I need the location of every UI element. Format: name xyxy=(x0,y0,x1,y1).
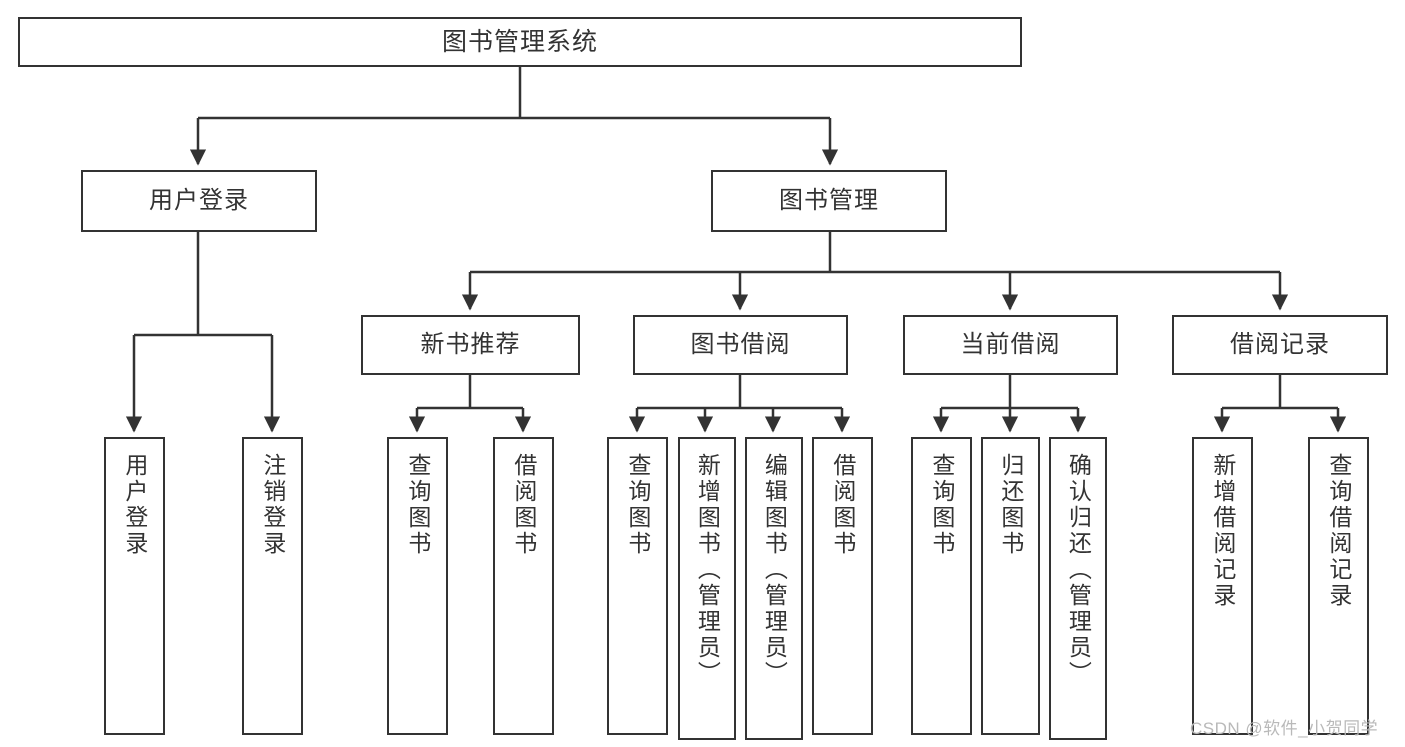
node-new-book-recommend-label: 新书推荐 xyxy=(420,330,521,358)
node-leaf-borrow-book-1-label: 借阅图书 xyxy=(510,453,537,557)
node-leaf-edit-book-label: 编辑图书（管理员） xyxy=(761,453,788,687)
node-root-system[interactable]: 图书管理系统 xyxy=(18,17,1022,67)
node-current-borrow[interactable]: 当前借阅 xyxy=(903,315,1118,375)
node-leaf-query-book-1[interactable]: 查询图书 xyxy=(387,437,448,735)
node-leaf-return-book-label: 归还图书 xyxy=(997,453,1024,557)
node-leaf-borrow-book-2-label: 借阅图书 xyxy=(829,453,856,557)
node-user-login[interactable]: 用户登录 xyxy=(81,170,317,232)
node-leaf-user-login[interactable]: 用户登录 xyxy=(104,437,165,735)
node-leaf-query-record[interactable]: 查询借阅记录 xyxy=(1308,437,1369,735)
node-leaf-query-book-3[interactable]: 查询图书 xyxy=(911,437,972,735)
node-leaf-query-book-2-label: 查询图书 xyxy=(624,453,651,557)
node-leaf-add-book[interactable]: 新增图书（管理员） xyxy=(678,437,736,740)
node-leaf-query-book-1-label: 查询图书 xyxy=(404,453,431,557)
node-leaf-add-record-label: 新增借阅记录 xyxy=(1209,453,1236,609)
node-leaf-query-book-3-label: 查询图书 xyxy=(928,453,955,557)
node-leaf-query-record-label: 查询借阅记录 xyxy=(1325,453,1352,609)
node-leaf-borrow-book-2[interactable]: 借阅图书 xyxy=(812,437,873,735)
node-user-login-label: 用户登录 xyxy=(149,186,249,214)
node-leaf-add-book-label: 新增图书（管理员） xyxy=(694,453,721,687)
node-root-label: 图书管理系统 xyxy=(441,28,598,56)
node-book-borrow[interactable]: 图书借阅 xyxy=(633,315,848,375)
node-leaf-edit-book[interactable]: 编辑图书（管理员） xyxy=(745,437,803,740)
node-book-manage-label: 图书管理 xyxy=(779,186,879,214)
node-borrow-record-label: 借阅记录 xyxy=(1230,330,1330,358)
node-current-borrow-label: 当前借阅 xyxy=(960,330,1061,358)
node-leaf-query-book-2[interactable]: 查询图书 xyxy=(607,437,668,735)
node-leaf-confirm-return-label: 确认归还（管理员） xyxy=(1065,453,1092,687)
node-borrow-record[interactable]: 借阅记录 xyxy=(1172,315,1388,375)
node-leaf-user-logout[interactable]: 注销登录 xyxy=(242,437,303,735)
node-leaf-user-login-label: 用户登录 xyxy=(121,453,148,557)
node-leaf-return-book[interactable]: 归还图书 xyxy=(981,437,1040,735)
node-leaf-borrow-book-1[interactable]: 借阅图书 xyxy=(493,437,554,735)
node-new-book-recommend[interactable]: 新书推荐 xyxy=(361,315,580,375)
node-leaf-user-logout-label: 注销登录 xyxy=(259,453,286,557)
watermark-text: CSDN @软件_小贺同学 xyxy=(1190,719,1379,738)
node-leaf-add-record[interactable]: 新增借阅记录 xyxy=(1192,437,1253,735)
node-leaf-confirm-return[interactable]: 确认归还（管理员） xyxy=(1049,437,1107,740)
node-book-borrow-label: 图书借阅 xyxy=(690,330,791,358)
node-book-manage[interactable]: 图书管理 xyxy=(711,170,947,232)
